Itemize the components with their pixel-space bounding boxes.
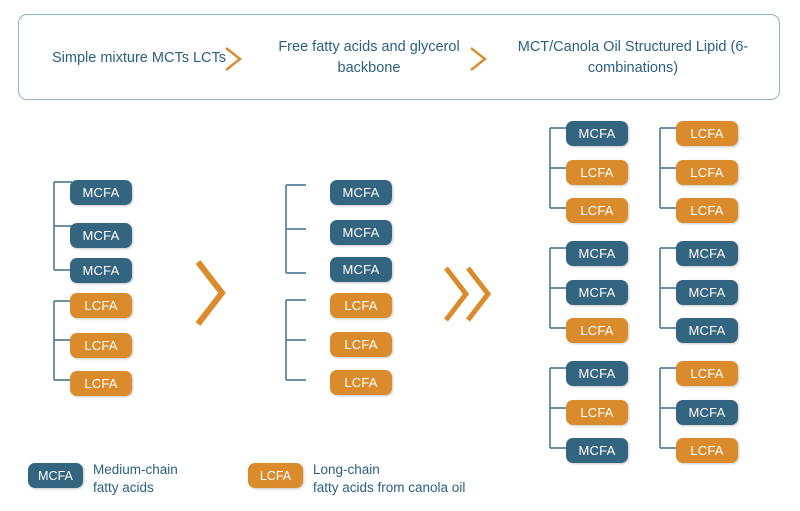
node-lcfa: LCFA xyxy=(330,293,392,318)
bracket-combination xyxy=(549,247,568,329)
header-stage-1: Simple mixture MCTs LCTs xyxy=(51,49,227,66)
node-mcfa: MCFA xyxy=(70,223,132,248)
legend-swatch-lcfa: LCFA xyxy=(248,463,303,488)
node-lcfa: LCFA xyxy=(566,198,628,223)
chevron-right-icon xyxy=(195,260,226,326)
node-mcfa: MCFA xyxy=(566,241,628,266)
node-lcfa: LCFA xyxy=(330,370,392,395)
node-lcfa: LCFA xyxy=(676,198,738,223)
bracket-lct-triglyceride xyxy=(53,300,72,381)
process-overview-banner: Simple mixture MCTs LCTs Free fatty acid… xyxy=(18,14,780,100)
bracket-combination xyxy=(659,367,678,449)
node-lcfa: LCFA xyxy=(330,332,392,357)
node-mcfa: MCFA xyxy=(330,180,392,205)
legend-swatch-mcfa: MCFA xyxy=(28,463,83,488)
chevron-double-right-icon xyxy=(444,266,492,322)
node-mcfa: MCFA xyxy=(330,257,392,282)
bracket-combination xyxy=(659,247,678,329)
legend-label-mcfa: Medium-chain fatty acids xyxy=(93,462,178,495)
legend-label-lcfa: Long-chain fatty acids from canola oil xyxy=(313,462,466,495)
header-stage-3: MCT/Canola Oil Structured Lipid (6-combi… xyxy=(517,39,749,76)
node-lcfa: LCFA xyxy=(676,361,738,386)
node-mcfa: MCFA xyxy=(566,438,628,463)
node-lcfa: LCFA xyxy=(70,333,132,358)
bracket-mct-triglyceride xyxy=(53,181,72,271)
bracket-combination xyxy=(659,127,678,209)
node-mcfa: MCFA xyxy=(566,121,628,146)
node-mcfa: MCFA xyxy=(70,180,132,205)
node-lcfa: LCFA xyxy=(676,438,738,463)
node-mcfa: MCFA xyxy=(676,280,738,305)
node-mcfa: MCFA xyxy=(566,280,628,305)
node-mcfa: MCFA xyxy=(676,318,738,343)
node-mcfa: MCFA xyxy=(70,258,132,283)
bracket-glycerol-backbone xyxy=(285,299,306,381)
bracket-glycerol-backbone xyxy=(285,184,306,274)
node-lcfa: LCFA xyxy=(566,160,628,185)
node-mcfa: MCFA xyxy=(330,220,392,245)
node-lcfa: LCFA xyxy=(676,160,738,185)
node-lcfa: LCFA xyxy=(70,293,132,318)
node-lcfa: LCFA xyxy=(70,371,132,396)
chevron-right-icon xyxy=(225,47,242,71)
node-mcfa: MCFA xyxy=(676,400,738,425)
chevron-right-icon xyxy=(470,47,487,71)
header-stage-2: Free fatty acids and glycerol backbone xyxy=(278,39,460,76)
node-mcfa: MCFA xyxy=(566,361,628,386)
node-mcfa: MCFA xyxy=(676,241,738,266)
bracket-combination xyxy=(549,367,568,449)
node-lcfa: LCFA xyxy=(566,400,628,425)
bracket-combination xyxy=(549,127,568,209)
node-lcfa: LCFA xyxy=(676,121,738,146)
node-lcfa: LCFA xyxy=(566,318,628,343)
